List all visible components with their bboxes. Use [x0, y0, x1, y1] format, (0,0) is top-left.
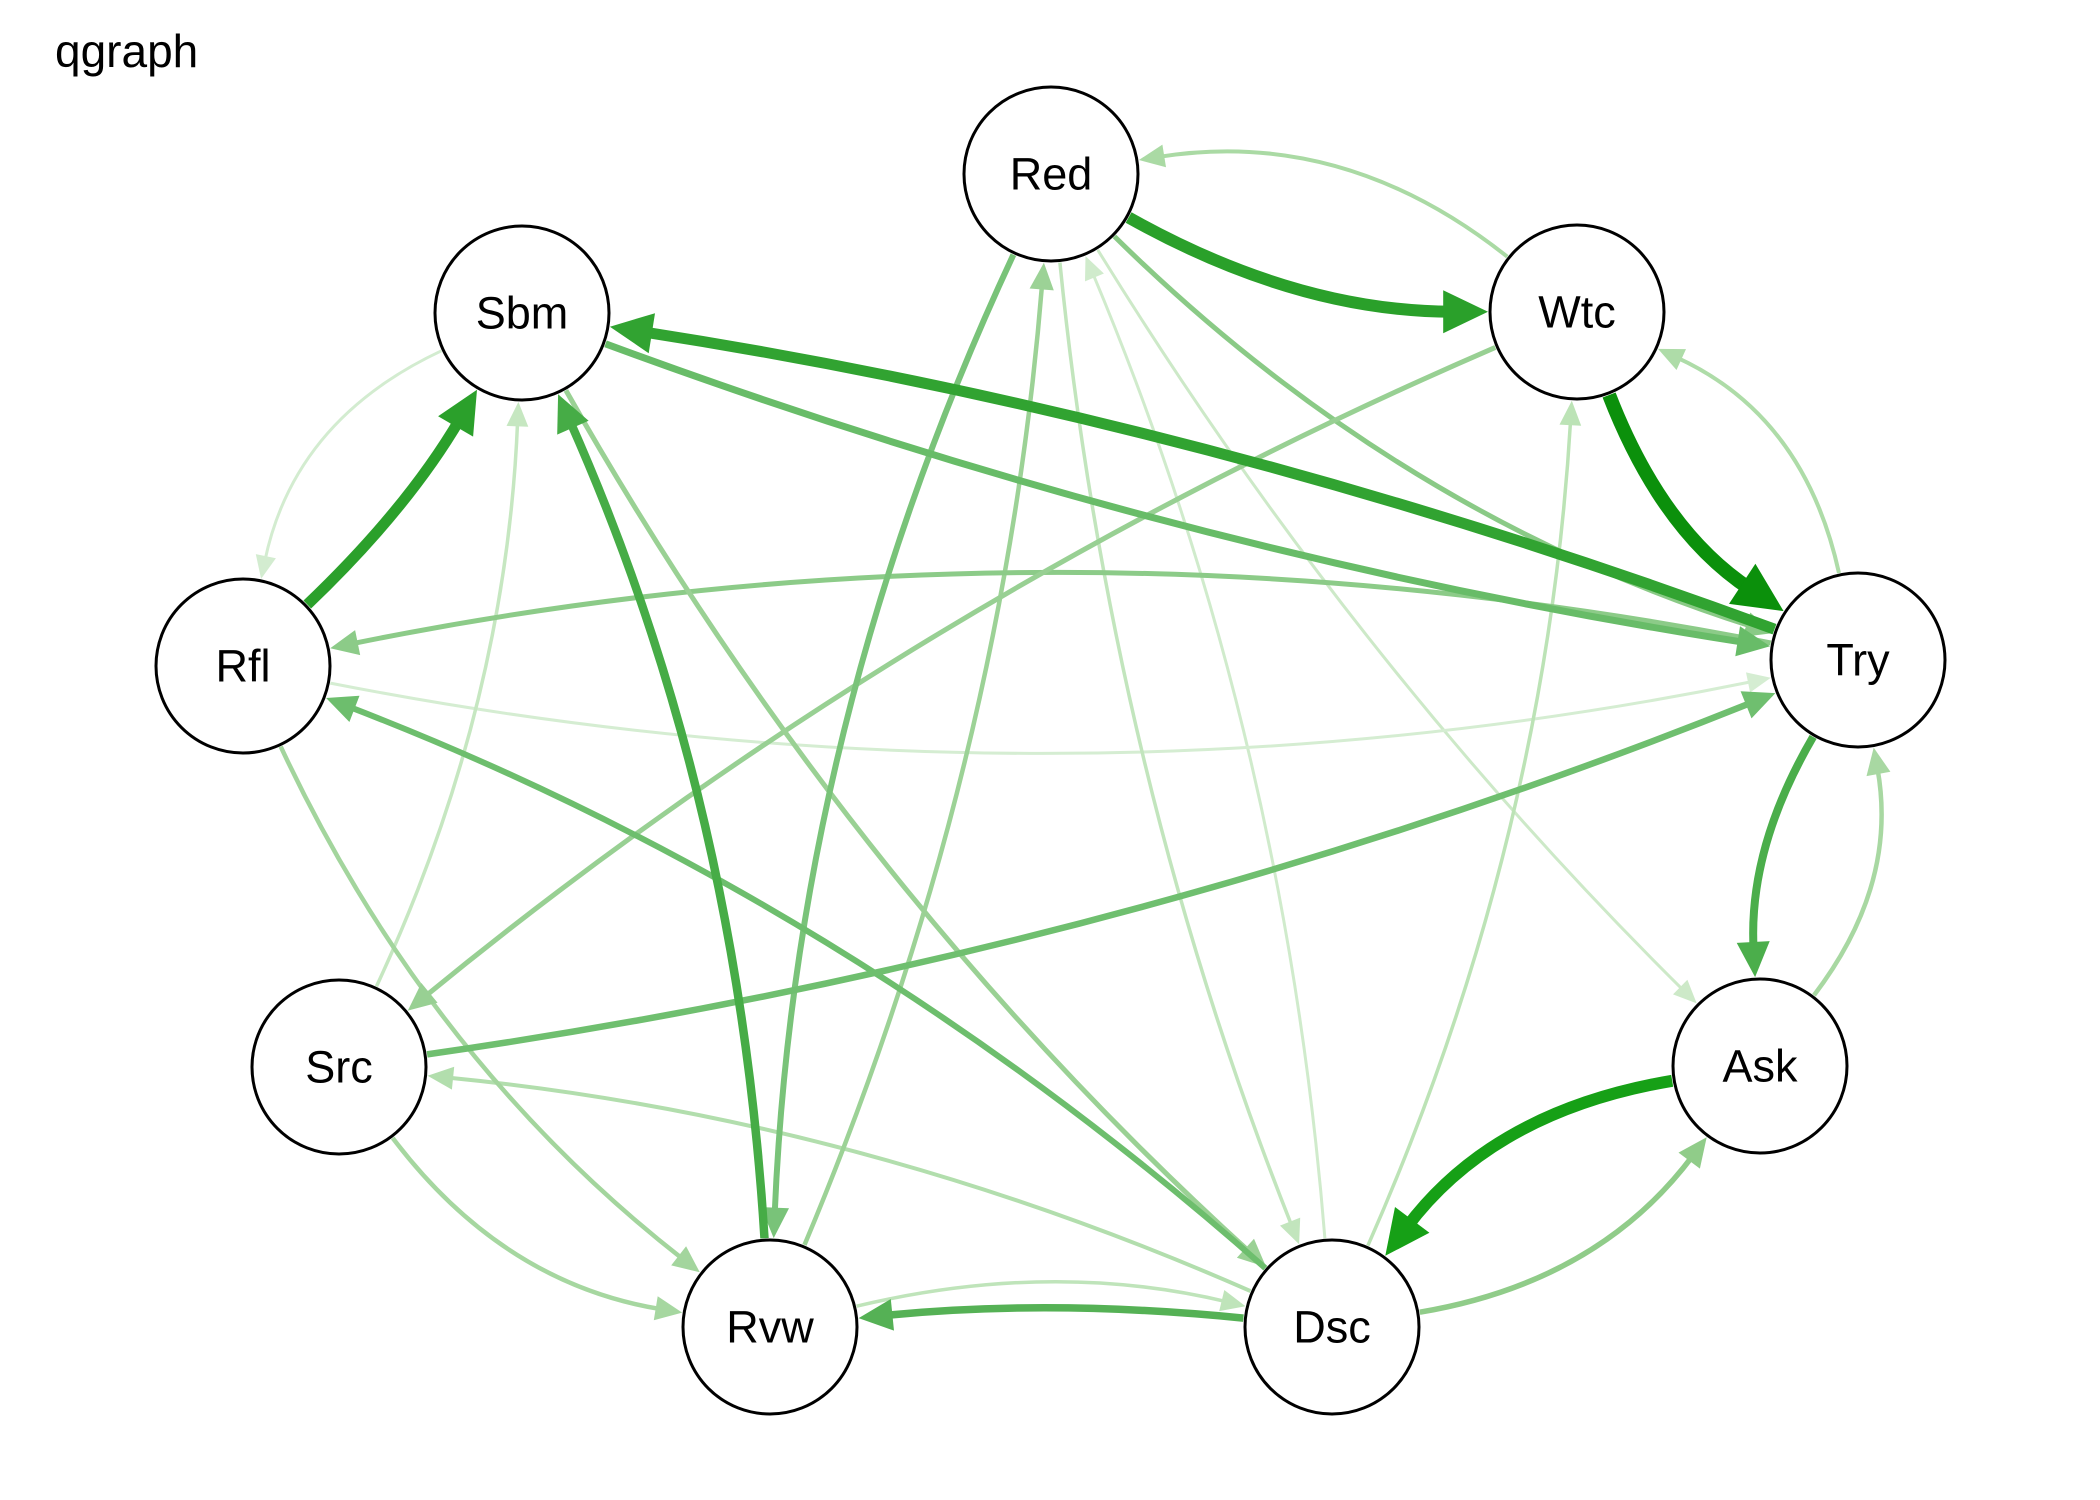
arrowhead-try-ask	[1736, 941, 1770, 978]
edge-dsc-red	[1091, 272, 1327, 1239]
arrowhead-wtc-try	[1729, 563, 1784, 612]
arrowhead-ask-try	[1866, 747, 1891, 777]
node-dsc: Dsc	[1243, 1238, 1421, 1416]
arrowhead-red-ask	[1673, 979, 1697, 1004]
edge-ask-try	[1812, 768, 1884, 997]
arrowhead-ask-dsc	[1385, 1207, 1430, 1256]
edge-rfl-rvw	[278, 745, 685, 1261]
edge-src-try	[426, 699, 1754, 1058]
edge-wtc-red	[1158, 149, 1509, 259]
arrowhead-rvw-sbm	[557, 394, 589, 435]
arrowhead-try-sbm	[609, 313, 655, 354]
edge-dsc-ask	[1419, 1154, 1695, 1315]
arrowhead-red-rvw	[761, 1207, 789, 1239]
edge-src-sbm	[374, 421, 520, 988]
arrowhead-dsc-rvw	[858, 1299, 894, 1331]
node-circle-src	[250, 978, 428, 1156]
edge-rvw-sbm	[566, 419, 769, 1239]
edge-red-wtc	[1125, 212, 1453, 318]
arrowhead-red-dsc	[1280, 1217, 1301, 1245]
node-rfl: Rfl	[154, 577, 332, 755]
arrowhead-wtc-src	[407, 983, 438, 1011]
node-circle-try	[1769, 571, 1947, 749]
node-circle-dsc	[1243, 1238, 1421, 1416]
edge-red-ask	[1096, 249, 1685, 992]
arrowhead-wtc-red	[1138, 144, 1166, 168]
arrowhead-src-sbm	[506, 401, 529, 427]
arrowhead-sbm-rfl	[255, 554, 276, 579]
node-try: Try	[1769, 571, 1947, 749]
edge-try-sbm	[642, 326, 1777, 635]
edge-sbm-rfl	[263, 349, 443, 562]
node-red: Red	[962, 85, 1140, 263]
node-circle-wtc	[1488, 223, 1666, 401]
edge-red-dsc	[1058, 262, 1294, 1227]
arrowhead-rvw-red	[1029, 262, 1054, 291]
edge-sbm-try	[604, 340, 1745, 646]
node-circle-sbm	[433, 224, 611, 402]
edge-dsc-rvw	[885, 1304, 1244, 1322]
node-sbm: Sbm	[433, 224, 611, 402]
edge-ask-dsc	[1401, 1074, 1674, 1231]
edge-rfl-try	[330, 680, 1753, 755]
edge-rvw-dsc	[856, 1280, 1227, 1308]
node-ask: Ask	[1671, 977, 1849, 1155]
arrowhead-dsc-ask	[1678, 1137, 1707, 1169]
edge-dsc-rfl	[347, 703, 1268, 1271]
edge-rvw-red	[802, 283, 1045, 1246]
edge-try-wtc	[1675, 355, 1841, 574]
arrowhead-dsc-red	[1085, 256, 1104, 282]
edge-src-rvw	[390, 1136, 662, 1312]
edge-wtc-try	[1602, 392, 1755, 596]
arrowhead-rfl-sbm	[438, 389, 477, 437]
arrowhead-rfl-rvw	[671, 1246, 700, 1273]
arrowhead-dsc-rfl	[326, 695, 360, 722]
edge-try-ask	[1749, 734, 1817, 950]
edge-sbm-dsc	[563, 389, 1252, 1254]
node-src: Src	[250, 978, 428, 1156]
arrowhead-dsc-wtc	[1559, 400, 1582, 426]
node-circle-rfl	[154, 577, 332, 755]
plot-title: qgraph	[55, 25, 199, 77]
arrowhead-src-rvw	[653, 1296, 683, 1321]
arrowhead-red-wtc	[1443, 290, 1488, 334]
edge-dsc-src	[447, 1075, 1252, 1293]
node-circle-rvw	[681, 1238, 859, 1416]
arrowhead-src-try	[1740, 691, 1776, 719]
edge-wtc-src	[423, 345, 1497, 999]
edge-rfl-sbm	[303, 416, 465, 609]
arrowhead-dsc-src	[427, 1066, 455, 1090]
node-circle-red	[962, 85, 1140, 263]
arrowhead-rfl-try	[1746, 672, 1771, 693]
node-wtc: Wtc	[1488, 223, 1666, 401]
node-rvw: Rvw	[681, 1238, 859, 1416]
arrowhead-try-wtc	[1658, 348, 1686, 370]
arrowhead-sbm-try	[1735, 626, 1771, 657]
arrowhead-rvw-dsc	[1219, 1290, 1246, 1312]
node-circle-ask	[1671, 977, 1849, 1155]
arrowhead-try-rfl	[330, 630, 361, 656]
edge-dsc-wtc	[1366, 420, 1573, 1247]
